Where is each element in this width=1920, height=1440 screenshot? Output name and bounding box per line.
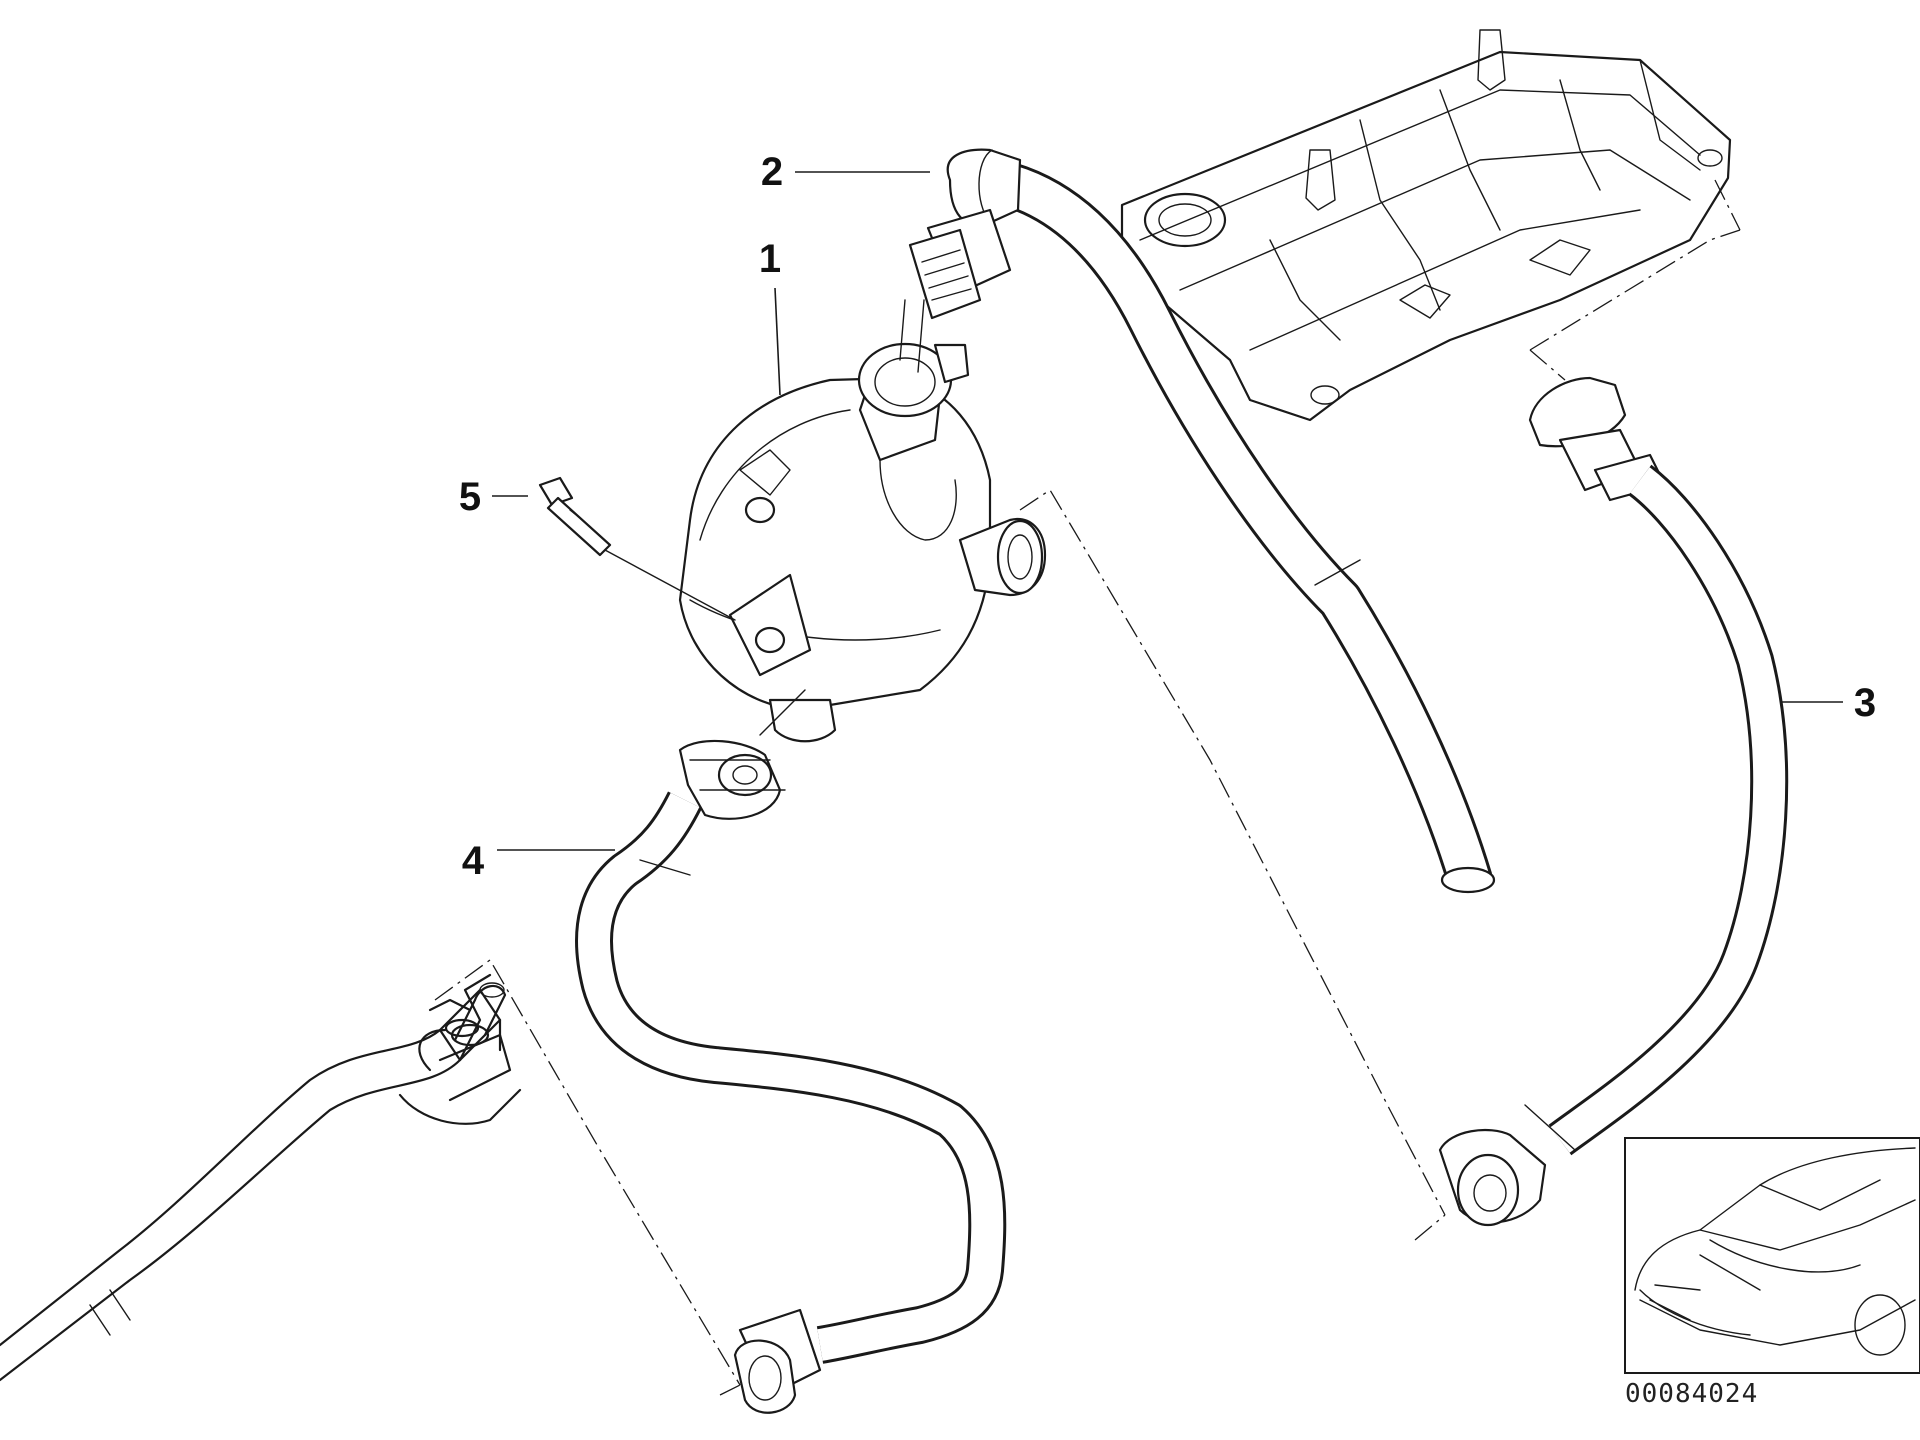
callout-1: 1 (759, 237, 781, 396)
crankcase-vent-valve (678, 299, 1047, 743)
cylinder-head-cover (1120, 29, 1732, 422)
callout-5-label: 5 (459, 475, 481, 519)
pipe-assembly (0, 973, 522, 1382)
side-vent-hose (1438, 376, 1789, 1227)
callout-1-label: 1 (759, 237, 781, 281)
vehicle-thumbnail (1624, 1137, 1920, 1374)
guide-lines (434, 179, 1741, 1396)
callout-2: 2 (761, 150, 930, 194)
callout-4-label: 4 (462, 839, 485, 883)
callout-5: 5 (459, 475, 528, 519)
callout-2-label: 2 (761, 150, 783, 194)
lower-vent-hose (575, 689, 1007, 1414)
callout-3-label: 3 (1854, 681, 1876, 725)
upper-vent-hose (908, 148, 1496, 894)
reference-number: 00084024 (1625, 1379, 1758, 1409)
callout-4: 4 (462, 839, 615, 883)
callout-3: 3 (1780, 681, 1876, 725)
screw (538, 476, 736, 621)
